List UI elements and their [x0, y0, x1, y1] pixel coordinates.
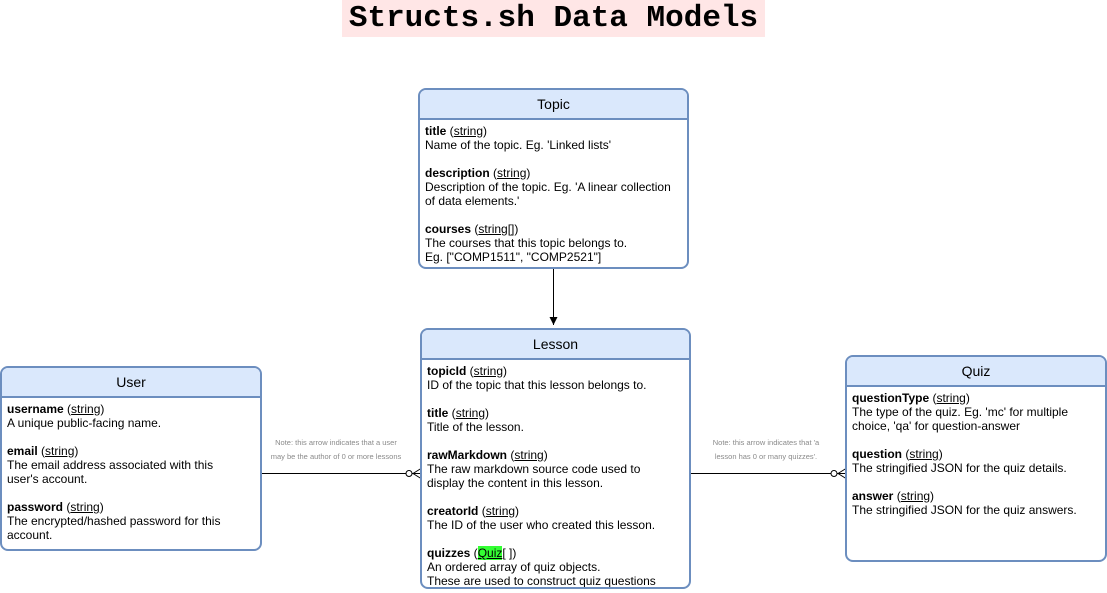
field-desc: ID of the topic that this lesson belongs…: [427, 378, 647, 392]
field-email: email (string) The email address associa…: [7, 444, 214, 486]
field-name: answer: [852, 489, 894, 503]
field-desc: The type of the quiz. Eg. 'mc' for multi…: [852, 405, 1069, 433]
crowsfoot-many-icon: [412, 468, 422, 479]
field-type: string: [70, 500, 100, 514]
field-name: questionType: [852, 391, 930, 405]
field-topicid: topicId (string) ID of the topic that th…: [427, 364, 647, 392]
field-name: courses: [425, 222, 472, 236]
field-desc: The courses that this topic belongs to. …: [425, 236, 628, 264]
field-desc: An ordered array of quiz objects. These …: [427, 560, 656, 588]
field-desc: The raw markdown source code used to dis…: [427, 462, 641, 490]
field-rawmarkdown: rawMarkdown (string) The raw markdown so…: [427, 448, 641, 490]
quiz-entity: Quiz questionType (string) The type of t…: [845, 355, 1107, 562]
entity-header: Quiz: [847, 357, 1105, 387]
field-name: quizzes: [427, 546, 471, 560]
field-desc: The encrypted/hashed password for this a…: [7, 514, 221, 542]
field-username: username (string) A unique public-facing…: [7, 402, 162, 430]
field-name: password: [7, 500, 64, 514]
field-name: question: [852, 447, 902, 461]
field-description: description (string) Description of the …: [425, 166, 671, 208]
user-entity: User username (string) A unique public-f…: [0, 366, 262, 551]
field-name: username: [7, 402, 64, 416]
field-questiontype: questionType (string) The type of the qu…: [852, 391, 1069, 433]
field-courses: courses (string[]) The courses that this…: [425, 222, 628, 264]
field-name: title: [425, 124, 447, 138]
field-type: string: [455, 406, 486, 420]
zero-optional-icon: [830, 470, 838, 477]
field-password: password (string) The encrypted/hashed p…: [7, 500, 221, 542]
field-type: string: [936, 391, 966, 405]
field-type: string[]: [478, 222, 515, 236]
field-desc: The email address associated with this u…: [7, 458, 214, 486]
diagram-title: Structs.sh Data Models: [342, 0, 765, 37]
zero-optional-icon: [405, 470, 413, 477]
field-type: string: [453, 124, 484, 138]
field-type: string: [514, 448, 544, 462]
entity-header: Lesson: [422, 330, 689, 360]
crowsfoot-many-icon: [837, 468, 847, 479]
field-type: string: [71, 402, 101, 416]
field-creatorid: creatorId (string) The ID of the user wh…: [427, 504, 656, 532]
field-title: title (string) Title of the lesson.: [427, 406, 524, 434]
field-title: title (string) Name of the topic. Eg. 'L…: [425, 124, 612, 152]
field-name: email: [7, 444, 38, 458]
entity-body: questionType (string) The type of the qu…: [847, 387, 1105, 517]
field-type: string: [900, 489, 931, 503]
entity-header: User: [2, 368, 260, 398]
field-name: rawMarkdown: [427, 448, 508, 462]
field-name: topicId: [427, 364, 467, 378]
field-name: description: [425, 166, 490, 180]
entity-body: title (string) Name of the topic. Eg. 'L…: [420, 120, 687, 264]
field-type: string: [473, 364, 504, 378]
field-type: string: [497, 166, 527, 180]
entity-body: username (string) A unique public-facing…: [2, 398, 260, 542]
field-desc: Title of the lesson.: [427, 420, 524, 434]
lesson-quiz-relation: [691, 468, 847, 479]
field-type: string: [45, 444, 75, 458]
field-answer: answer (string) The stringified JSON for…: [852, 489, 1077, 517]
field-type: string: [909, 447, 939, 461]
field-desc: The stringified JSON for the quiz detail…: [852, 461, 1067, 475]
entity-header: Topic: [420, 90, 687, 120]
user-lesson-relation: [261, 468, 422, 479]
user-lesson-note: Note: this arrow indicates that a user m…: [270, 438, 402, 461]
field-desc: A unique public-facing name.: [7, 416, 162, 430]
field-name: creatorId: [427, 504, 479, 518]
lesson-quiz-note: Note: this arrow indicates that 'a lesso…: [712, 438, 820, 461]
field-quizzes: quizzes (Quiz[ ]) An ordered array of qu…: [427, 546, 684, 588]
field-desc: The ID of the user who created this less…: [427, 518, 656, 532]
field-type-suffix: [ ]: [502, 546, 513, 560]
field-question: question (string) The stringified JSON f…: [852, 447, 1067, 475]
entity-body: topicId (string) ID of the topic that th…: [422, 360, 689, 588]
topic-entity: Topic title (string) Name of the topic. …: [418, 88, 689, 269]
field-name: title: [427, 406, 449, 420]
lesson-entity: Lesson topicId (string) ID of the topic …: [420, 328, 691, 589]
field-type-highlight: Quiz: [477, 546, 503, 560]
field-desc: Name of the topic. Eg. 'Linked lists': [425, 138, 612, 152]
field-desc: The stringified JSON for the quiz answer…: [852, 503, 1077, 517]
field-desc: Description of the topic. Eg. 'A linear …: [425, 180, 671, 208]
field-type: string: [485, 504, 516, 518]
